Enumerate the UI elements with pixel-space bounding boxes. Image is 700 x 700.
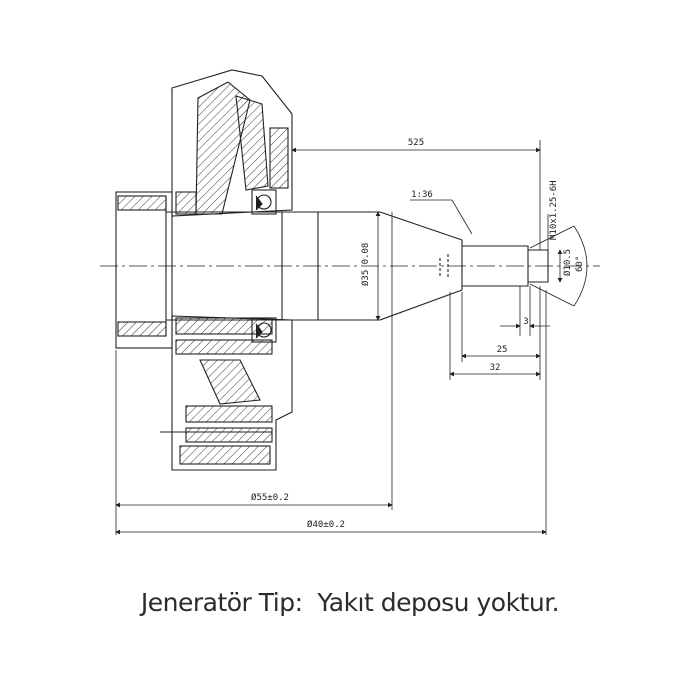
- dim-shaft-diameter: Ø35 0.08: [360, 243, 371, 286]
- dim-taper: 1:36: [411, 190, 433, 200]
- dim-bottom-2: Ø40±0.2: [307, 519, 345, 530]
- dim-25: 25: [497, 345, 508, 355]
- caption: Jeneratör Tip: Yakıt deposu yoktur.: [0, 588, 700, 617]
- dim-bottom-1: Ø55±0.2: [251, 492, 289, 503]
- dim-angle: 60°: [575, 256, 585, 272]
- caption-text: Yakıt deposu yoktur.: [317, 588, 560, 617]
- part-outline: [100, 69, 600, 471]
- technical-drawing: 525 1:36 M10x1.25-6H Ø35 0.08 Ø10.5 60° …: [100, 69, 600, 535]
- caption-label: Jeneratör Tip:: [140, 588, 303, 617]
- dim-32: 32: [490, 363, 501, 373]
- dim-small-diameter: Ø10.5: [562, 249, 573, 276]
- dim-525: 525: [408, 138, 424, 148]
- dim-thread: M10x1.25-6H: [549, 180, 559, 240]
- dimension-lines: [115, 140, 588, 535]
- dim-3: 3: [523, 317, 528, 327]
